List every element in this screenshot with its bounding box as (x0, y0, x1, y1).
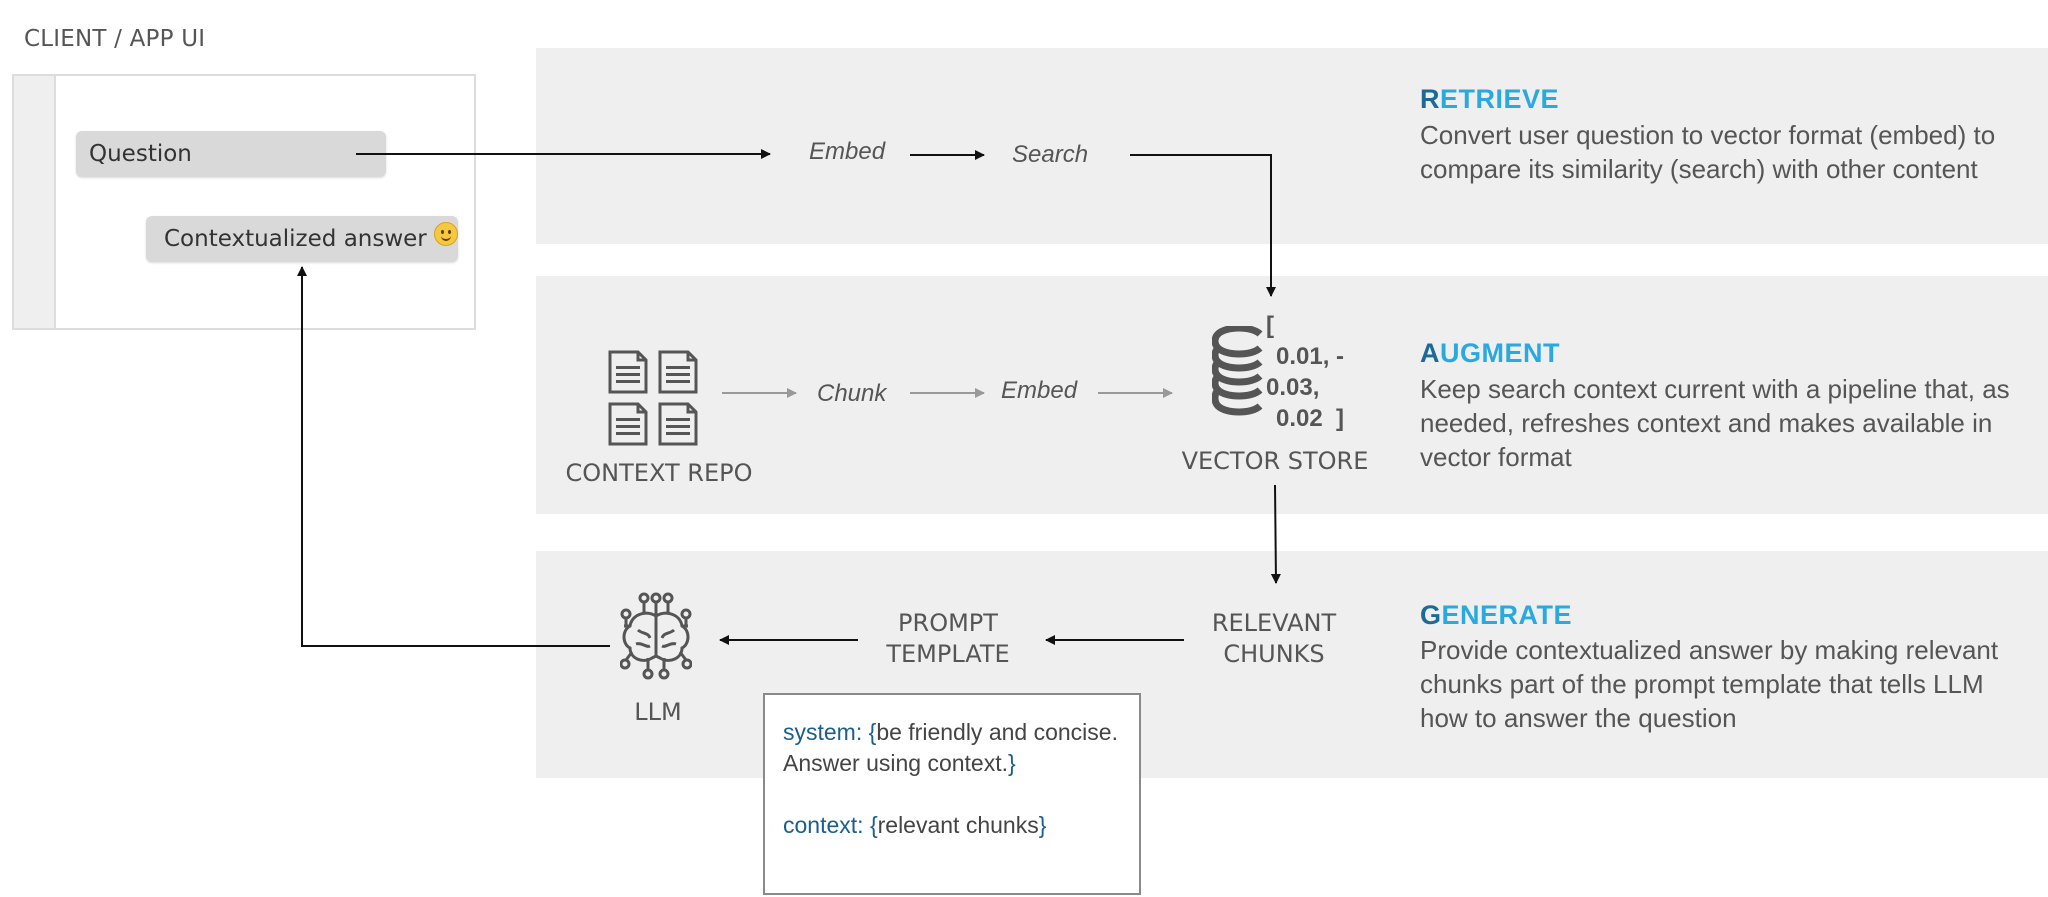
retrieve-step-search: Search (1012, 141, 1089, 168)
answer-label: Contextualized answer (164, 226, 427, 252)
prompt-context-key: context: (783, 812, 864, 838)
client-title: CLIENT / APP UI (24, 26, 206, 52)
prompt-context-close-brace: } (1038, 812, 1047, 838)
augment-heading: AUGMENT (1420, 338, 1560, 369)
prompt-context-line: context: {relevant chunks} (783, 810, 1121, 841)
llm-label: LLM (634, 698, 682, 726)
prompt-system-text: be friendly and concise. Answer using co… (783, 719, 1118, 776)
documents-icon (608, 350, 698, 446)
client-window (12, 74, 476, 330)
client-sidebar-strip (14, 76, 56, 328)
augment-step-chunk: Chunk (817, 380, 887, 407)
arrow-llm-to-answer (297, 266, 610, 647)
vector-value-line-2: 0.03, (1266, 374, 1320, 401)
prompt-system-close-brace: } (1008, 750, 1016, 776)
generate-heading-first: G (1420, 600, 1442, 630)
retrieve-heading-rest: ETRIEVE (1440, 84, 1560, 114)
retrieve-heading-first: R (1420, 84, 1440, 114)
generate-heading-rest: ENERATE (1441, 600, 1573, 630)
augment-description: Keep search context current with a pipel… (1420, 374, 2010, 472)
augment-heading-first: A (1420, 338, 1440, 368)
retrieve-band (536, 48, 2048, 244)
database-icon (1212, 326, 1263, 416)
retrieve-description: Convert user question to vector format (… (1420, 120, 1996, 184)
augment-heading-rest: UGMENT (1440, 338, 1560, 368)
generate-heading: GENERATE (1420, 600, 1572, 631)
prompt-context-open-brace: { (869, 812, 878, 838)
augment-step-embed: Embed (1001, 377, 1078, 404)
arrow-vector-store-to-chunks (1270, 484, 1281, 584)
context-repo-label: CONTEXT REPO (565, 459, 753, 487)
answer-bubble[interactable]: Contextualized answer (146, 216, 458, 262)
generate-description: Provide contextualized answer by making … (1420, 635, 1999, 733)
vector-open-bracket: [ (1266, 312, 1274, 339)
prompt-template-box: system: {be friendly and concise. Answer… (763, 693, 1141, 895)
relevant-chunks-label: RELEVANT CHUNKS (1184, 608, 1364, 670)
question-label: Question (89, 141, 192, 167)
prompt-template-line-1: PROMPT (898, 609, 998, 637)
vector-value-line-3: 0.02 ] (1276, 405, 1345, 432)
question-bubble[interactable]: Question (76, 131, 386, 177)
relevant-chunks-line-2: CHUNKS (1223, 640, 1325, 668)
vector-value-line-1: 0.01, - (1276, 343, 1345, 370)
prompt-system-open-brace: { (868, 719, 877, 745)
vector-store-label: VECTOR STORE (1181, 447, 1369, 475)
prompt-system-line: system: {be friendly and concise. Answer… (783, 717, 1121, 779)
retrieve-step-embed: Embed (809, 138, 886, 165)
arrow-search-to-vector-store (1130, 154, 1276, 297)
brain-llm-icon (620, 592, 692, 680)
prompt-system-key: system: (783, 719, 863, 745)
prompt-template-line-2: TEMPLATE (886, 640, 1010, 668)
retrieve-heading: RETRIEVE (1420, 84, 1559, 115)
relevant-chunks-line-1: RELEVANT (1211, 609, 1337, 637)
prompt-template-label: PROMPT TEMPLATE (858, 608, 1038, 670)
smiley-emoji-icon (433, 222, 458, 246)
prompt-context-text: relevant chunks (877, 812, 1039, 838)
